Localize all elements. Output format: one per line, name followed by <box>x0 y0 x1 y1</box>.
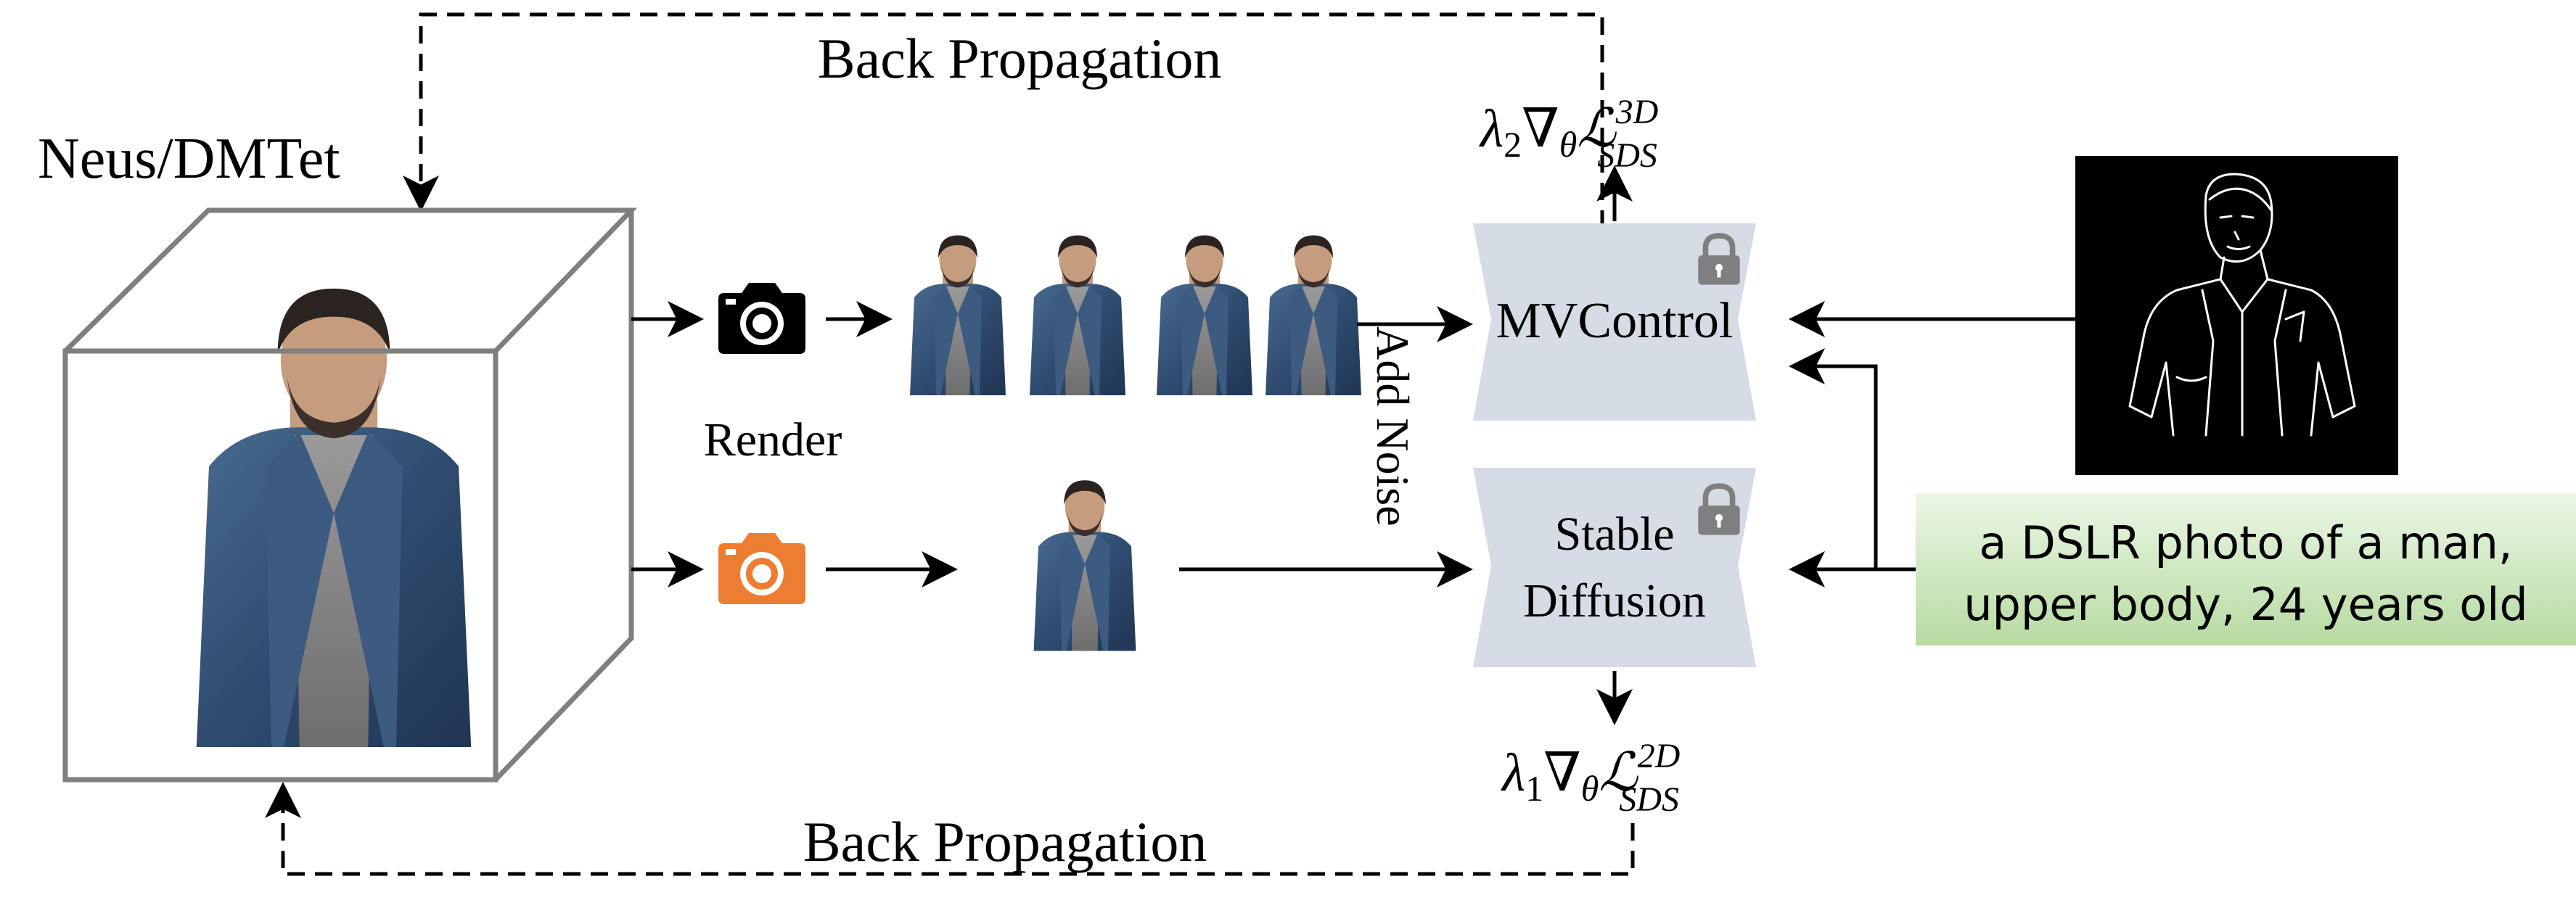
neus-dmtet-cube <box>62 207 638 783</box>
back-propagation-bottom-loop <box>265 782 1635 876</box>
single-rendered-image <box>1033 480 1136 651</box>
prompt-line2: upper body, 24 years old <box>1964 578 2528 631</box>
render-view-three-quarter <box>1266 235 1361 395</box>
render-view-side <box>1030 235 1125 395</box>
mvcontrol-label: MVControl <box>1496 293 1734 349</box>
mvcontrol-block: MVControl <box>1473 223 1756 421</box>
render-view-back <box>1157 235 1252 395</box>
stable-label-line2: Diffusion <box>1523 574 1706 627</box>
stable-diffusion-block: Stable Diffusion <box>1473 468 1756 667</box>
stable-label-line1: Stable <box>1555 508 1675 561</box>
neus-dmtet-label: Neus/DMTet <box>38 127 340 191</box>
render-label: Render <box>704 413 842 466</box>
back-propagation-top-loop <box>403 12 1604 310</box>
back-propagation-top-label: Back Propagation <box>818 27 1222 90</box>
prompt-to-blocks-connector <box>1789 348 1916 587</box>
render-view-front <box>910 235 1006 395</box>
prompt-line1: a DSLR photo of a man, <box>1979 516 2512 569</box>
edge-map-image <box>2075 156 2398 475</box>
add-noise-label: Add Noise <box>1367 326 1419 527</box>
text-prompt-box: a DSLR photo of a man, upper body, 24 ye… <box>1916 493 2576 645</box>
single-view-camera-icon <box>718 533 805 604</box>
multiview-camera-icon <box>718 283 805 354</box>
multiview-rendered-images <box>910 235 1361 395</box>
back-propagation-bottom-label: Back Propagation <box>803 810 1207 873</box>
cube-person-render-image <box>196 288 472 747</box>
